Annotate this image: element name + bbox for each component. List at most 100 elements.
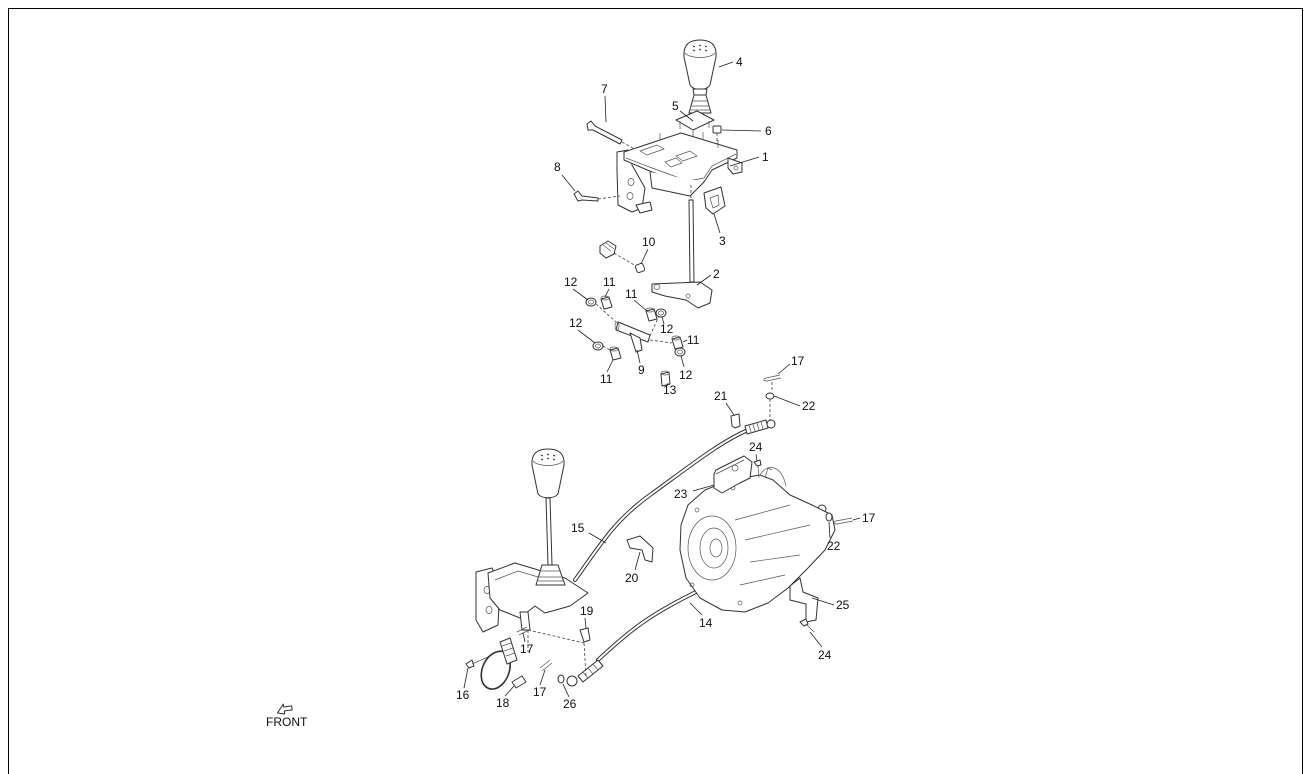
- leader-line: [640, 248, 649, 265]
- leader-line: [561, 174, 576, 192]
- lower-cable-clip: [579, 627, 591, 643]
- callout-16: 16: [456, 688, 470, 702]
- leader-line: [729, 156, 760, 167]
- callout-9: 9: [638, 363, 645, 377]
- leader-line: [577, 329, 596, 344]
- diagram-frame: [8, 8, 1303, 774]
- leader-line: [828, 521, 831, 539]
- callout-17: 17: [533, 685, 547, 699]
- leader-line: [588, 532, 607, 544]
- pivot-hardware: [585, 295, 686, 387]
- leader-line: [604, 288, 610, 298]
- callout-labels: 4 5 6 7 1 8 3 10 2 12 11 11 12 12 11 11 …: [456, 55, 876, 711]
- callout-1: 1: [762, 150, 769, 164]
- callout-2: 2: [713, 267, 720, 281]
- lower-cable-washer: [557, 674, 565, 684]
- leader-line: [696, 274, 712, 286]
- cable-clip: [730, 413, 741, 429]
- callout-23: 23: [674, 487, 688, 501]
- callout-15: 15: [571, 521, 585, 535]
- callout-11: 11: [603, 275, 616, 289]
- upper-washer: [765, 382, 775, 420]
- callout-7: 7: [601, 82, 608, 96]
- front-label: FRONT: [266, 715, 308, 729]
- lower-right-cotter-pin: [833, 517, 854, 525]
- leader-line: [572, 288, 589, 301]
- callout-11: 11: [625, 287, 638, 301]
- upper-shift-knob: [683, 39, 717, 96]
- leader-line: [666, 382, 669, 387]
- callout-17: 17: [520, 642, 534, 656]
- callout-8: 8: [554, 160, 561, 174]
- shifter-bracket: [616, 132, 743, 214]
- upper-cotter-pin: [763, 374, 782, 382]
- leader-line: [636, 349, 641, 364]
- callout-26: 26: [563, 697, 577, 711]
- callout-12: 12: [569, 316, 583, 330]
- retaining-clip: [511, 675, 527, 689]
- leader-line: [504, 685, 515, 697]
- leader-line: [522, 632, 526, 643]
- leader-line: [692, 484, 715, 492]
- lower-bracket-bolt: [799, 618, 815, 633]
- leader-line: [604, 95, 607, 123]
- leader-line: [713, 213, 721, 234]
- leader-line: [463, 667, 469, 689]
- leader-line: [721, 129, 762, 132]
- leader-line: [852, 517, 861, 521]
- leader-line: [634, 551, 641, 571]
- leader-line: [809, 631, 823, 648]
- leader-line: [679, 110, 694, 122]
- callout-3: 3: [719, 234, 726, 248]
- leader-line: [811, 597, 835, 606]
- leader-line: [755, 453, 758, 462]
- callout-22: 22: [827, 539, 841, 553]
- callout-11: 11: [600, 372, 613, 386]
- upper-shift-boot: [675, 94, 715, 137]
- cable-bracket-lower: [789, 577, 819, 623]
- leader-line: [777, 363, 791, 375]
- callout-11: 11: [687, 333, 700, 347]
- callout-17: 17: [791, 354, 805, 368]
- leader-lines: [463, 61, 861, 698]
- callout-13: 13: [663, 383, 677, 397]
- callout-12: 12: [564, 275, 578, 289]
- callout-24: 24: [749, 440, 763, 454]
- callout-18: 18: [496, 696, 510, 710]
- shift-lever: [651, 185, 713, 309]
- leader-line: [689, 602, 703, 616]
- callout-24: 24: [818, 648, 832, 662]
- callout-22: 22: [802, 399, 816, 413]
- select-cable: [573, 419, 776, 582]
- callout-4: 4: [736, 55, 743, 69]
- leader-line: [682, 339, 688, 343]
- callout-10: 10: [642, 235, 656, 249]
- callout-14: 14: [699, 616, 713, 630]
- upper-bracket-bolt: [753, 459, 762, 479]
- cable-end-loop: [480, 637, 518, 690]
- long-bolt: [586, 120, 641, 153]
- callout-5: 5: [672, 99, 679, 113]
- callout-12: 12: [679, 368, 693, 382]
- transmission-case: [679, 467, 836, 613]
- leader-line: [680, 355, 685, 368]
- gasket: [703, 186, 726, 215]
- lower-cotter-pins: [516, 626, 553, 672]
- leader-line: [562, 683, 570, 698]
- callout-25: 25: [836, 598, 850, 612]
- leader-line: [773, 395, 801, 407]
- cable-bracket-middle: [626, 535, 654, 563]
- callout-20: 20: [625, 571, 639, 585]
- lever-bushing: [599, 240, 646, 274]
- leader-line: [606, 359, 614, 373]
- callout-12: 12: [660, 322, 674, 336]
- callout-6: 6: [765, 124, 772, 138]
- leader-line: [661, 316, 665, 325]
- leader-line: [718, 61, 734, 68]
- callout-17: 17: [862, 511, 876, 525]
- leader-line: [725, 402, 735, 416]
- leader-line: [633, 299, 648, 312]
- front-arrow-icon: [276, 703, 293, 715]
- lower-bolt: [465, 656, 489, 669]
